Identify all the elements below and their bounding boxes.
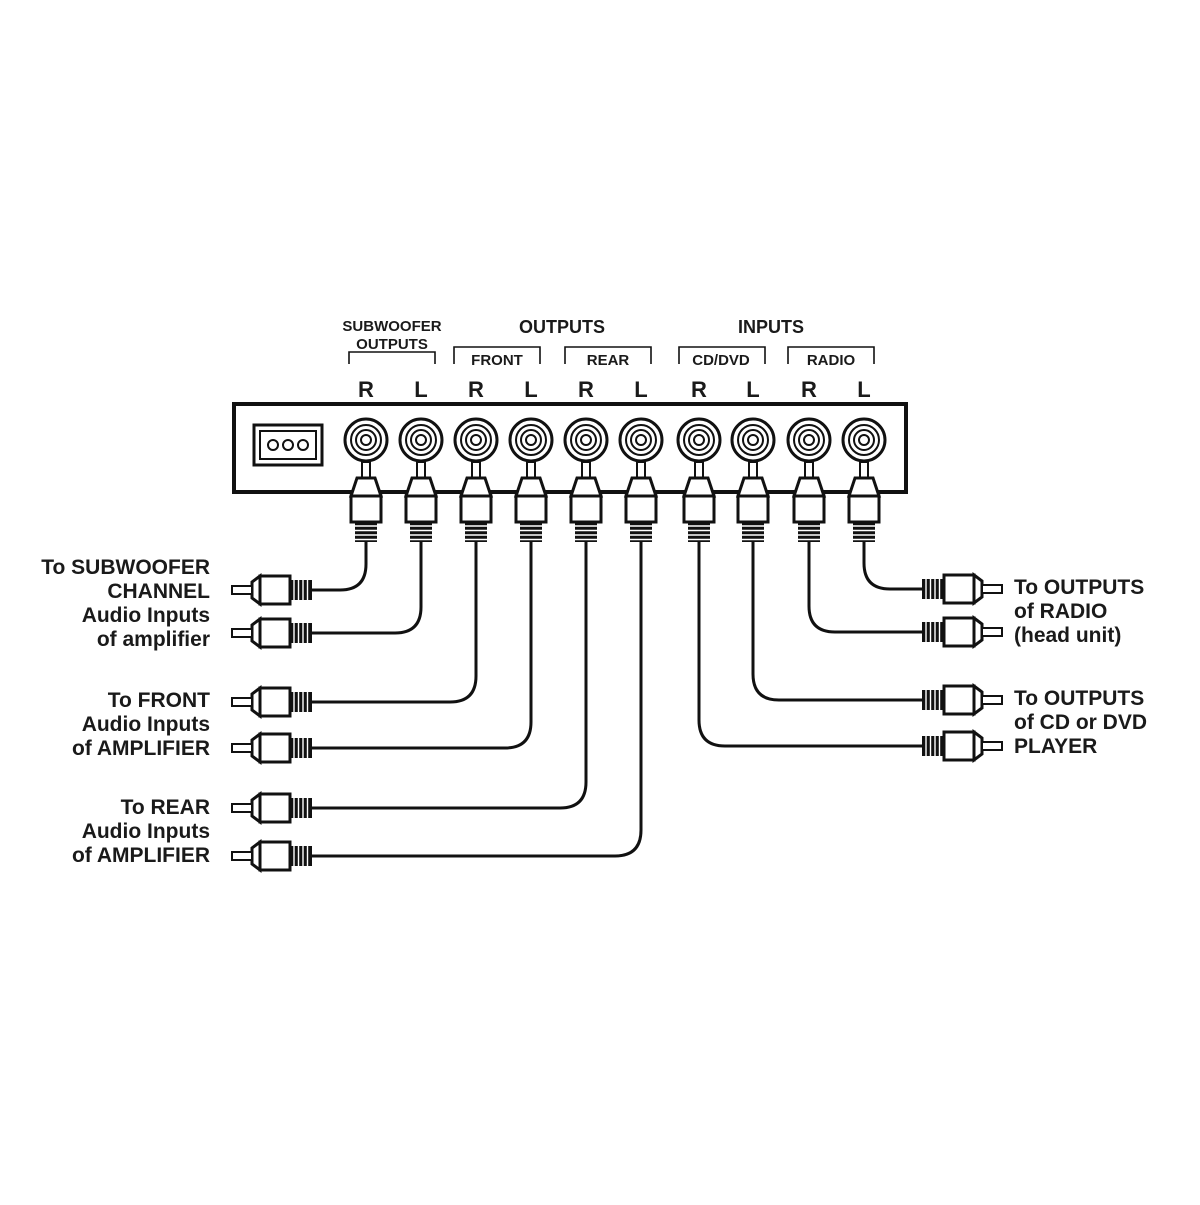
channel-label: L <box>524 377 537 402</box>
cable-plug-icon <box>922 683 1003 717</box>
front-label-line-3: of AMPLIFIER <box>72 737 210 760</box>
rca-plug-icon <box>735 461 771 542</box>
rca-plug-icon <box>458 461 494 542</box>
rca-jack-icon <box>563 417 609 463</box>
cd-dvd-bracket <box>678 346 766 364</box>
front-label-line-2: Audio Inputs <box>82 713 210 736</box>
front-label-line-1: To FRONT <box>108 689 210 712</box>
subwoofer-label-line-4: of amplifier <box>97 628 210 651</box>
subwoofer-bracket <box>348 351 436 364</box>
rca-jack-icon <box>676 417 722 463</box>
cd-dvd-label-line-3: PLAYER <box>1014 735 1097 758</box>
radio-label-line-2: of RADIO <box>1014 600 1107 623</box>
cable-wire <box>862 542 922 591</box>
cable-wire <box>697 542 922 748</box>
inputs-header: INPUTS <box>738 317 804 337</box>
rca-plug-icon <box>846 461 882 542</box>
rca-jack-icon <box>786 417 832 463</box>
rca-plug-icon <box>791 461 827 542</box>
cable-wire <box>312 542 478 704</box>
header: SUBWOOFER OUTPUTS OUTPUTS INPUTS FRONT R… <box>342 317 875 369</box>
rear-bracket <box>564 346 652 364</box>
rca-plugs <box>231 461 1003 873</box>
channel-label: L <box>414 377 427 402</box>
group-radio-label: RADIO <box>807 352 856 369</box>
channel-label: R <box>691 377 707 402</box>
rca-jack-icon <box>618 417 664 463</box>
rca-plug-icon <box>348 461 384 542</box>
cable-wire <box>312 542 588 810</box>
channel-label: R <box>468 377 484 402</box>
channel-label: L <box>746 377 759 402</box>
rear-label-line-1: To REAR <box>121 796 210 819</box>
cable-plug-icon <box>231 573 312 607</box>
cable-wire <box>312 542 533 750</box>
rca-plug-icon <box>681 461 717 542</box>
cable-plug-icon <box>231 791 312 825</box>
subwoofer-header-line-1: SUBWOOFER <box>342 318 441 335</box>
rca-jack-icon <box>453 417 499 463</box>
radio-bracket <box>787 346 875 364</box>
cable-wire <box>312 542 423 635</box>
cable-plug-icon <box>231 731 312 765</box>
radio-label-line-3: (head unit) <box>1014 624 1121 647</box>
power-connector-icon <box>252 423 324 467</box>
cable-wires <box>312 542 922 858</box>
cable-plug-icon <box>231 685 312 719</box>
rca-plug-icon <box>623 461 659 542</box>
rca-plug-icon <box>403 461 439 542</box>
rca-jack-icon <box>398 417 444 463</box>
rca-plug-icon <box>513 461 549 542</box>
cable-plug-icon <box>231 616 312 650</box>
rca-jack-icon <box>841 417 887 463</box>
channel-label: R <box>801 377 817 402</box>
group-front-label: FRONT <box>471 352 523 369</box>
cd-dvd-label-line-1: To OUTPUTS <box>1014 687 1144 710</box>
group-cd-dvd-label: CD/DVD <box>692 352 750 369</box>
radio-label-line-1: To OUTPUTS <box>1014 576 1144 599</box>
subwoofer-header-line-2: OUTPUTS <box>356 336 428 353</box>
channel-label: R <box>578 377 594 402</box>
channel-label: R <box>358 377 374 402</box>
cable-wire <box>312 542 368 592</box>
cable-plug-icon <box>922 729 1003 763</box>
rca-jack-icon <box>730 417 776 463</box>
rca-jacks <box>343 417 887 463</box>
rca-plug-icon <box>568 461 604 542</box>
right-labels: To OUTPUTS of RADIO (head unit) To OUTPU… <box>1014 576 1147 758</box>
channel-label: L <box>634 377 647 402</box>
subwoofer-label-line-3: Audio Inputs <box>82 604 210 627</box>
channel-labels: R L R L R L R L R L <box>358 377 871 402</box>
rear-label-line-2: Audio Inputs <box>82 820 210 843</box>
cd-dvd-label-line-2: of CD or DVD <box>1014 711 1147 734</box>
channel-label: L <box>857 377 870 402</box>
rca-jack-icon <box>508 417 554 463</box>
cable-wire <box>312 542 643 858</box>
rear-label-line-3: of AMPLIFIER <box>72 844 210 867</box>
outputs-header: OUTPUTS <box>519 317 605 337</box>
cable-wire <box>751 542 922 702</box>
cable-plug-icon <box>922 615 1003 649</box>
cable-wire <box>807 542 922 634</box>
cable-plug-icon <box>231 839 312 873</box>
subwoofer-label-line-1: To SUBWOOFER <box>41 556 210 579</box>
rca-jack-icon <box>343 417 389 463</box>
subwoofer-label-line-2: CHANNEL <box>107 580 210 603</box>
group-rear-label: REAR <box>587 352 630 369</box>
front-bracket <box>453 346 541 364</box>
cable-plug-icon <box>922 572 1003 606</box>
left-labels: To SUBWOOFER CHANNEL Audio Inputs of amp… <box>41 556 210 867</box>
